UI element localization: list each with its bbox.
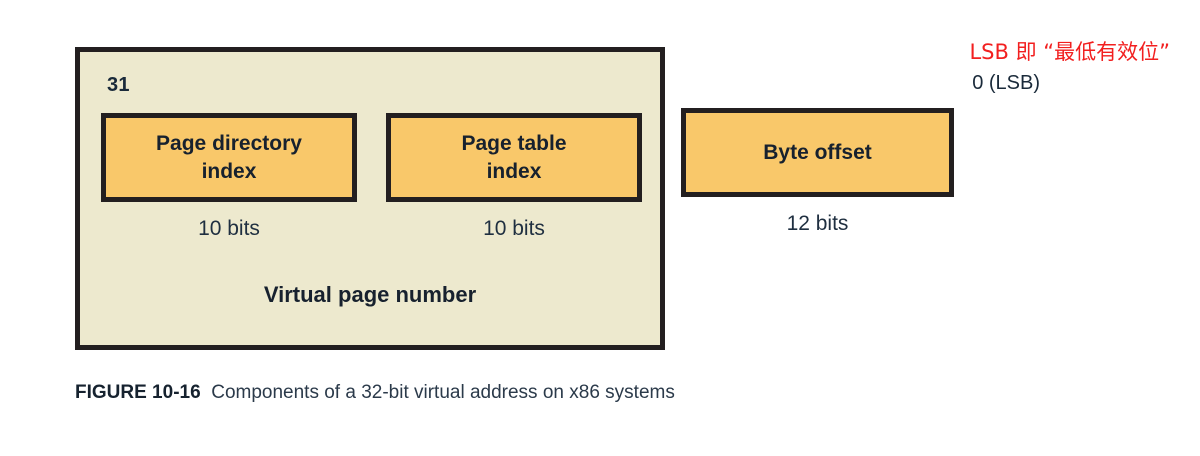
field-box-page-directory-index: Page directory index <box>101 113 357 202</box>
field-label-page-table-index: Page table index <box>461 131 567 183</box>
lsb-chinese-annotation: LSB 即 “最低有效位” <box>969 40 1170 64</box>
bits-label-page-directory-index: 10 bits <box>198 217 260 240</box>
field-label-page-directory-index: Page directory index <box>156 131 302 183</box>
field-label-byte-offset: Byte offset <box>763 140 872 164</box>
lsb-bit-index-label: 0 (LSB) <box>972 72 1040 94</box>
bits-label-byte-offset: 12 bits <box>786 212 849 235</box>
figure-caption-text: Components of a 32-bit virtual address o… <box>211 382 675 403</box>
msb-bit-index-label: 31 <box>107 74 130 96</box>
figure-caption-tag: FIGURE 10-16 <box>75 382 201 403</box>
bits-label-page-table-index: 10 bits <box>483 217 545 240</box>
virtual-page-number-container: 31 Page directory index Page table index… <box>75 47 665 350</box>
virtual-page-number-label: Virtual page number <box>263 282 477 307</box>
figure-caption: FIGURE 10-16 Components of a 32-bit virt… <box>75 382 1115 404</box>
field-box-byte-offset: Byte offset <box>681 108 954 197</box>
field-box-page-table-index: Page table index <box>386 113 642 202</box>
